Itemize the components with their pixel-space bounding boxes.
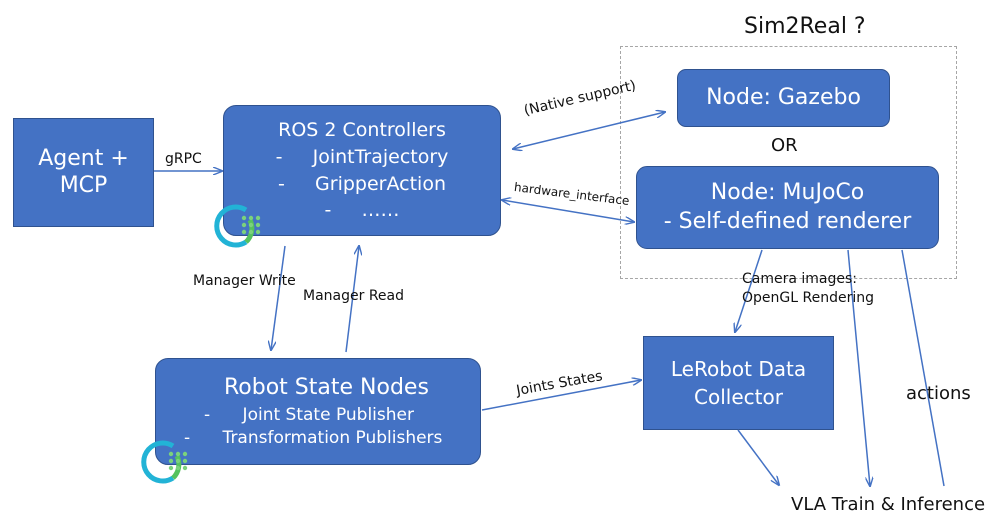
native-support-arrow [513,112,665,149]
robot-state-item-1: - Joint State Publisher [204,405,414,426]
ros2-logo-icon [141,440,188,484]
grpc-label: gRPC [165,151,202,167]
lerobot-line-1: LeRobot Data [670,357,807,381]
ros-controllers-item-2: - GripperAction [278,172,446,195]
manager-write-arrow [271,245,286,350]
camera-images-arrow [735,249,763,332]
mujoco-line-2: - Self-defined renderer [663,209,912,234]
manager-write-label: Manager Write [193,273,296,289]
sim2real-region [620,46,957,279]
mujoco-line-1: Node: MuJoCo [710,179,865,205]
robot-state-nodes-node: Robot State Nodes - Joint State Publishe… [155,358,481,465]
ros-controllers-title: ROS 2 Controllers [278,118,446,141]
robot-state-item-2: - Transformation Publishers [184,427,443,448]
actions-line [901,249,945,487]
mujoco-to-vla-arrow [847,249,870,486]
ros2-logo-icon [214,204,261,248]
mujoco-node: Node: MuJoCo - Self-defined renderer [636,166,939,249]
joints-states-arrow [481,380,641,411]
actions-label: actions [906,383,971,404]
ros2-controllers-node: ROS 2 Controllers - JointTrajectory - Gr… [223,105,501,236]
ros-controllers-item-1: - JointTrajectory [275,145,449,168]
vla-train-inference-label: VLA Train & Inference [791,494,986,515]
hardware-interface-arrow [502,200,634,222]
gazebo-label: Node: Gazebo [706,84,861,110]
manager-read-label: Manager Read [303,288,404,304]
agent-line-2: MCP [59,172,108,198]
agent-mcp-node: Agent + MCP [13,118,154,227]
lerobot-data-collector-node: LeRobot Data Collector [643,336,834,430]
camera-images-label-line-1: Camera images: [742,271,858,287]
robot-state-title: Robot State Nodes [224,374,429,400]
manager-read-arrow [345,246,359,353]
lerobot-line-2: Collector [694,385,783,409]
gazebo-node: Node: Gazebo [677,69,890,127]
lerobot-to-vla-arrow [737,429,779,485]
camera-images-label-line-2: OpenGL Rendering [742,290,874,306]
or-label: OR [771,135,798,156]
ros-controllers-item-3: - …… [324,199,400,222]
agent-line-1: Agent + [38,146,129,172]
sim2real-title: Sim2Real ? [744,14,866,39]
